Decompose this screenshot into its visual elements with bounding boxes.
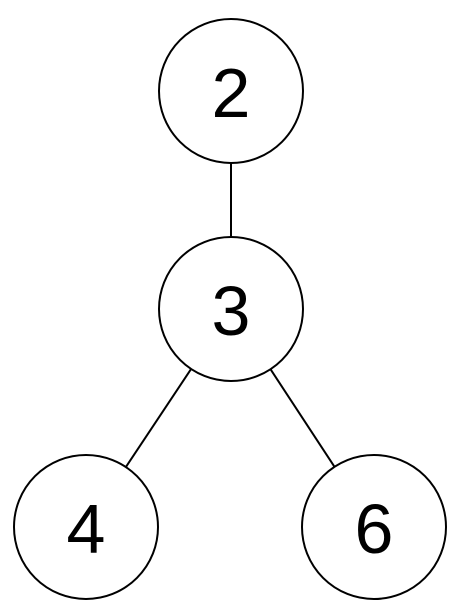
node-circle xyxy=(158,236,304,382)
node-label: 6 xyxy=(355,490,394,568)
edge-n3-n6 xyxy=(269,368,336,468)
tree-node-4: 4 xyxy=(13,454,159,600)
node-label: 4 xyxy=(67,490,106,568)
node-circle xyxy=(301,454,447,600)
tree-node-6: 6 xyxy=(301,454,447,600)
nodes: 2 3 4 6 xyxy=(13,18,447,600)
node-label: 2 xyxy=(212,54,251,132)
edge-n3-n4 xyxy=(125,368,192,468)
tree-node-2: 2 xyxy=(158,18,304,164)
edges xyxy=(125,163,336,468)
node-label: 3 xyxy=(212,272,251,350)
node-circle xyxy=(158,18,304,164)
node-circle xyxy=(13,454,159,600)
tree-node-3: 3 xyxy=(158,236,304,382)
